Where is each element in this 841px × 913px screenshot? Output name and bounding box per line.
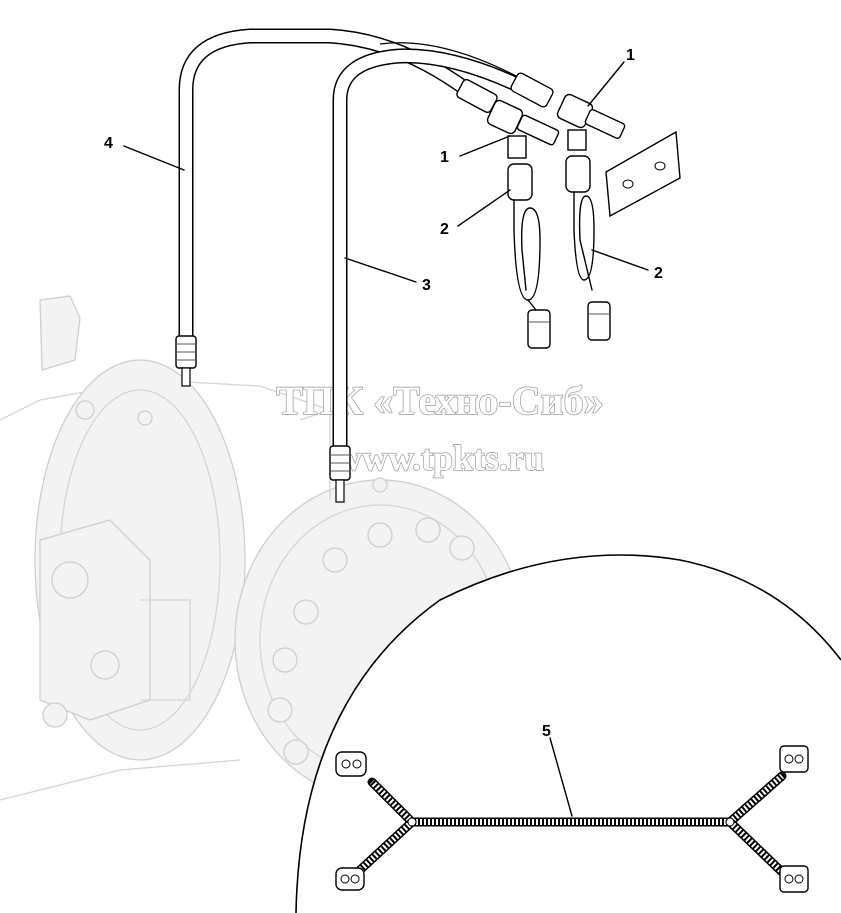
callouts: 1 1 2 2 3 4 5: [104, 47, 663, 740]
detail-view: [295, 554, 841, 913]
connector-bottom-right: [779, 865, 809, 893]
connector-top-left: [335, 751, 367, 777]
sensor-right: [565, 155, 611, 341]
mounting-bracket: [605, 130, 681, 218]
callout-4: 4: [104, 135, 113, 152]
hose-3: [329, 48, 548, 503]
callout-1-top: 1: [626, 47, 635, 64]
connector-bottom-left: [335, 867, 365, 891]
flange-bolts: [267, 517, 475, 765]
callout-3: 3: [422, 277, 431, 294]
tee-fitting-right: [556, 93, 626, 151]
watermark-line1: ТПК «Техно-Сиб»: [276, 378, 603, 423]
connector-top-right: [779, 745, 809, 773]
leader-lines: [123, 61, 649, 817]
watermark: ТПК «Техно-Сиб» www.tpkts.ru: [276, 377, 605, 478]
callout-2-right: 2: [654, 265, 663, 282]
callout-1-left: 1: [440, 149, 449, 166]
hose-4: [175, 28, 478, 387]
callout-2-left: 2: [440, 221, 449, 238]
sensor-left: [507, 163, 551, 349]
wiring-harness-5: [335, 745, 809, 893]
callout-5: 5: [542, 723, 551, 740]
watermark-line2: www.tpkts.ru: [336, 438, 544, 478]
tee-fitting-left: [486, 99, 560, 159]
